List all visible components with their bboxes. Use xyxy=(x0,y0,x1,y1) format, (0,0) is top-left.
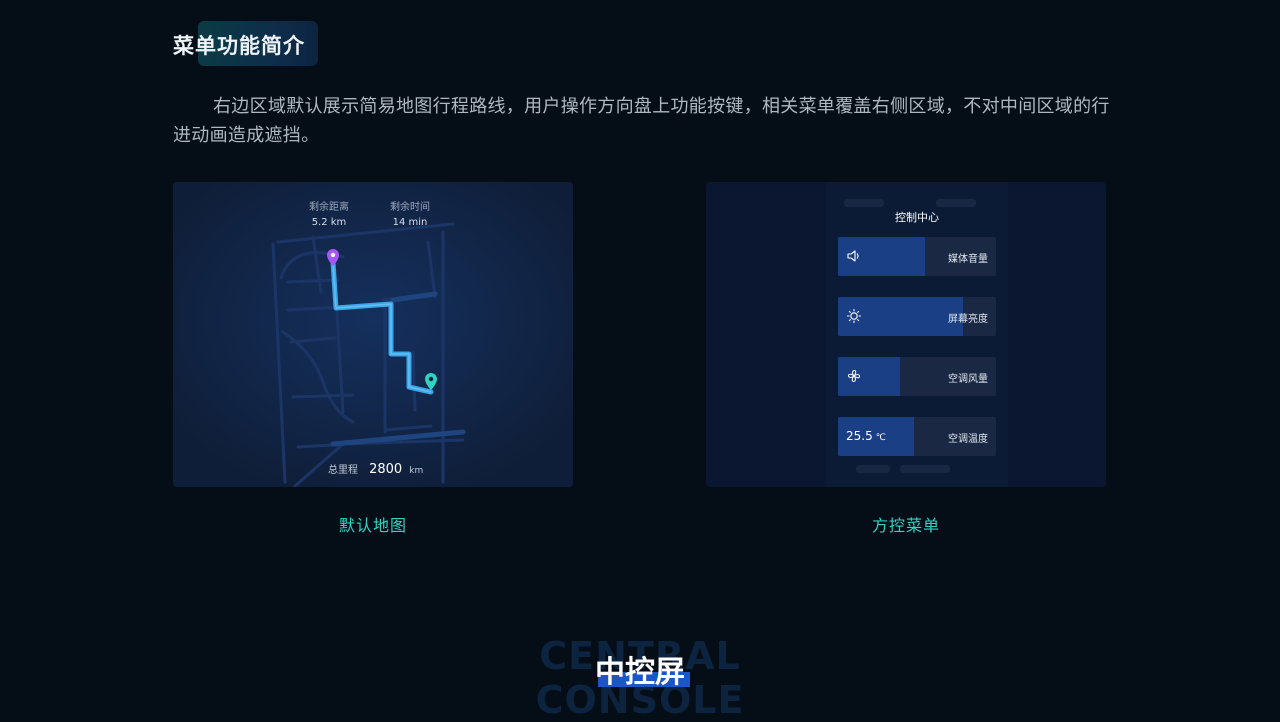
blurred-left-area xyxy=(706,182,826,487)
footer-accent-bar xyxy=(598,672,690,687)
total-mileage-unit: km xyxy=(409,466,424,476)
remaining-distance: 剩余距离 5.2 km xyxy=(289,198,369,228)
ac-temperature-fill xyxy=(838,417,914,456)
blurred-right-area xyxy=(1008,182,1106,487)
ac-temperature-value: 25.5 xyxy=(846,429,873,443)
screen-brightness-control[interactable]: 屏幕亮度 xyxy=(838,297,996,336)
blurred-text xyxy=(936,199,976,207)
ac-temperature-control[interactable]: 25.5℃ 空调温度 xyxy=(838,417,996,456)
section-title: 菜单功能简介 xyxy=(173,34,305,58)
ac-temperature-label: 空调温度 xyxy=(948,434,988,445)
footer-title: 中控屏 xyxy=(595,655,685,690)
blurred-text xyxy=(900,465,950,473)
remaining-time: 剩余时间 14 min xyxy=(370,198,450,228)
start-pin-icon xyxy=(327,249,339,266)
total-mileage-value: 2800 xyxy=(369,462,403,477)
media-volume-label: 媒体音量 xyxy=(948,254,988,265)
map-caption: 默认地图 xyxy=(338,516,407,535)
blurred-text xyxy=(856,465,890,473)
media-volume-fill xyxy=(838,237,925,276)
ac-temperature-unit: ℃ xyxy=(875,433,886,443)
remaining-time-value: 14 min xyxy=(392,217,428,228)
title-accent xyxy=(198,21,318,66)
menu-preview-panel: 控制中心 媒体音量 屏幕亮度 xyxy=(706,182,1106,487)
ac-temperature-readout: 25.5℃ xyxy=(846,429,886,443)
ac-fan-speed-control[interactable]: 空调风量 xyxy=(838,357,996,396)
description-text: 右边区域默认展示简易地图行程路线，用户操作方向盘上功能按键，相关菜单覆盖右侧区域… xyxy=(173,96,1110,146)
remaining-time-label: 剩余时间 xyxy=(390,202,430,213)
sun-icon xyxy=(846,308,862,324)
menu-caption: 方控菜单 xyxy=(871,516,940,535)
control-center-title: 控制中心 xyxy=(895,211,939,224)
screen-brightness-label: 屏幕亮度 xyxy=(948,314,988,325)
media-volume-control[interactable]: 媒体音量 xyxy=(838,237,996,276)
control-center: 控制中心 媒体音量 屏幕亮度 xyxy=(826,189,1008,485)
total-mileage-label: 总里程 xyxy=(328,465,358,476)
end-pin-icon xyxy=(425,373,437,390)
map-preview-panel: 剩余距离 5.2 km 剩余时间 14 min 总里程 2800 km xyxy=(173,182,573,487)
remaining-distance-label: 剩余距离 xyxy=(309,202,349,213)
blurred-text xyxy=(844,199,884,207)
remaining-distance-value: 5.2 km xyxy=(311,217,347,228)
fan-icon xyxy=(847,369,861,383)
ac-fan-speed-label: 空调风量 xyxy=(948,374,988,385)
total-mileage: 总里程 2800 km xyxy=(328,458,423,477)
map-roads xyxy=(173,182,573,487)
speaker-icon xyxy=(847,250,859,262)
